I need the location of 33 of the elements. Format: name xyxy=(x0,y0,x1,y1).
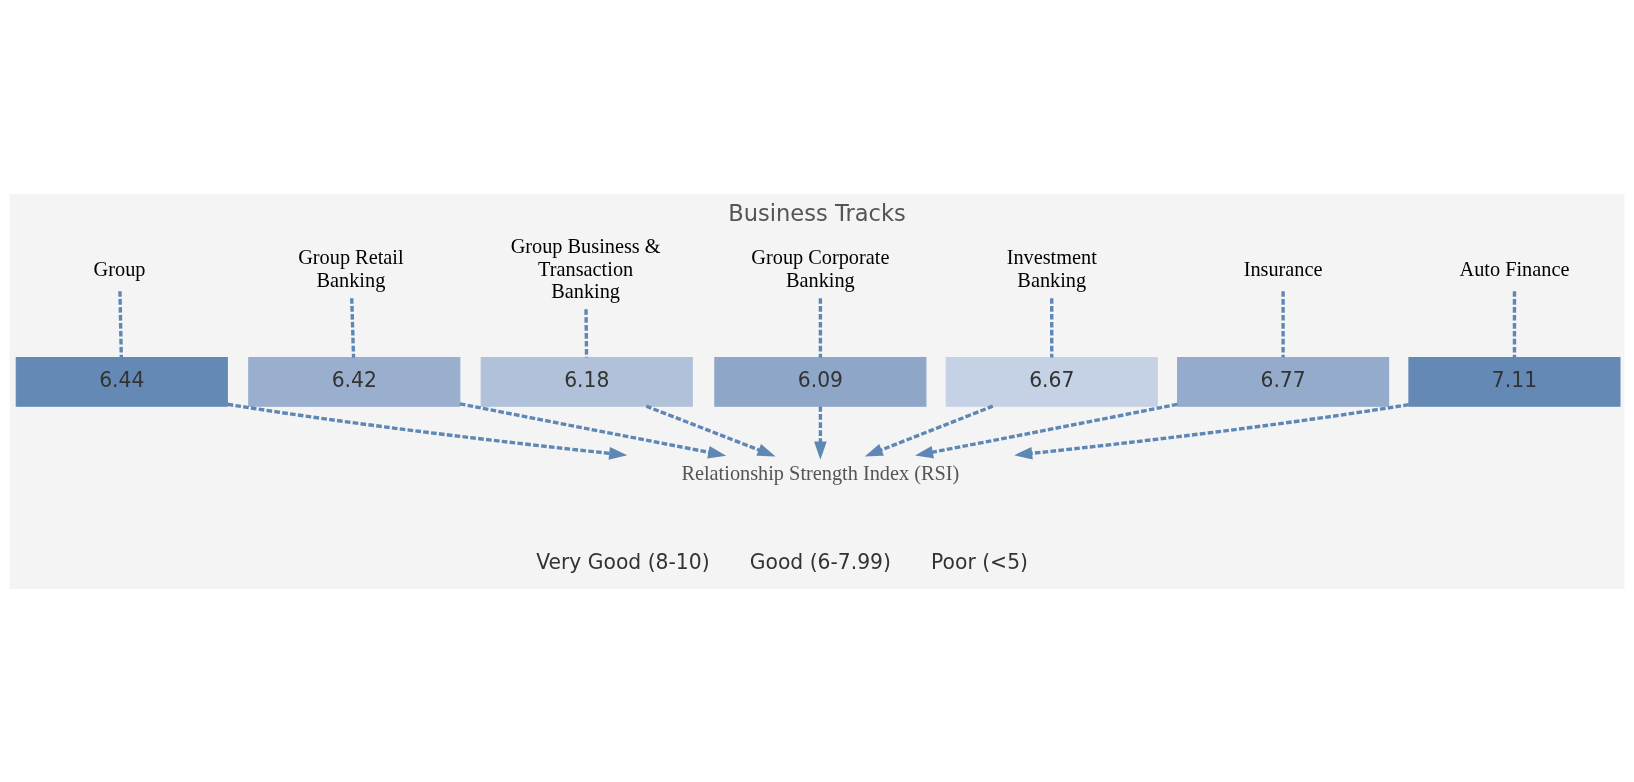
connector xyxy=(584,308,589,358)
arrow xyxy=(227,402,628,460)
node-text: Relationship Strength Index (RSI) xyxy=(681,461,960,484)
connector xyxy=(818,297,823,358)
connector xyxy=(118,290,123,357)
node-box: 6.09 xyxy=(714,356,927,407)
node-text: Group xyxy=(93,257,146,280)
node-text: Insurance xyxy=(1243,257,1323,280)
connector xyxy=(1512,290,1517,357)
arrow xyxy=(864,404,994,456)
node-box: 6.67 xyxy=(945,356,1158,407)
node-text: Group Retail Banking xyxy=(298,245,404,291)
node-text: Investment Banking xyxy=(1006,245,1097,291)
node-box: 6.77 xyxy=(1177,356,1390,407)
label: Poor (<5) xyxy=(931,549,1028,574)
node-text: Auto Finance xyxy=(1459,257,1570,280)
node-box: 7.11 xyxy=(1408,356,1621,407)
label: Very Good (8-10) xyxy=(536,549,710,574)
connector xyxy=(1281,290,1285,357)
node-box: 6.42 xyxy=(248,356,461,407)
connector xyxy=(1050,297,1054,358)
arrow xyxy=(915,402,1178,458)
arrow xyxy=(1014,402,1410,460)
diagram-title: Business Tracks xyxy=(728,199,906,226)
arrow xyxy=(645,404,776,456)
label: Good (6-7.99) xyxy=(749,549,891,574)
arrow xyxy=(814,405,827,460)
node-text: Group Corporate Banking xyxy=(751,245,890,291)
node-box: 6.18 xyxy=(480,356,693,407)
node-box: 6.44 xyxy=(15,356,228,407)
connector xyxy=(350,297,356,358)
node-text: Group Business & Transaction Banking xyxy=(510,234,661,302)
arrow xyxy=(459,401,727,458)
